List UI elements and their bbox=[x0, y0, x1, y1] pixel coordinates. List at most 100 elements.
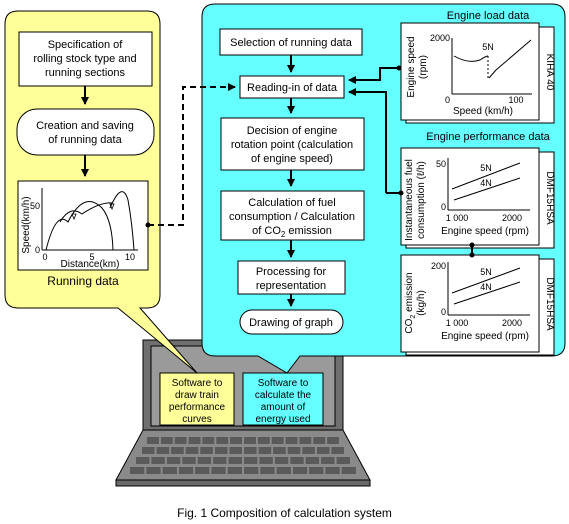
keyboard-key bbox=[230, 437, 242, 444]
fuel-line-label: 4N bbox=[480, 178, 492, 188]
engine-load-curve bbox=[488, 39, 532, 79]
keyboard-key bbox=[216, 437, 229, 444]
drawing-graph-box bbox=[239, 309, 344, 335]
chart-xlabel: Distance(km) bbox=[61, 259, 120, 270]
keyboard-key bbox=[147, 437, 159, 444]
fuel-co2-calc-box bbox=[220, 190, 365, 241]
engine-load-chart: KIHA 40 Engine speed (rpm) 2000 0 100 Sp… bbox=[400, 22, 555, 124]
keyboard-key bbox=[316, 447, 330, 454]
keyboard-key bbox=[214, 447, 228, 454]
drawing-graph-text: Drawing of graph bbox=[249, 317, 333, 329]
keyboard-key bbox=[211, 467, 226, 474]
co2-origin: 0 bbox=[441, 307, 446, 317]
keyboard-key bbox=[292, 467, 308, 474]
running-data-chart: Speed(km/h) 50 0 0 5 10 Distance(km) bbox=[17, 180, 149, 271]
co2-line-5n bbox=[451, 267, 521, 294]
software-left-line: Software to bbox=[172, 378, 223, 389]
fuel-xlabel: Engine speed (rpm) bbox=[441, 226, 529, 237]
engine-perf-title: Engine performance data bbox=[426, 131, 550, 143]
keyboard-key bbox=[336, 457, 350, 464]
fuel-xtick: 2000 bbox=[502, 213, 522, 223]
keyboard-key bbox=[274, 457, 289, 464]
keyboard-key bbox=[276, 467, 291, 474]
software-right-line: calculate the bbox=[255, 390, 312, 401]
marker-icon bbox=[71, 213, 77, 221]
figure-caption: Fig. 1 Composition of calculation system bbox=[177, 506, 392, 520]
keyboard-key bbox=[174, 437, 187, 444]
keyboard-key bbox=[130, 467, 145, 474]
software-left-line: curves bbox=[182, 414, 211, 425]
engine-load-ytick: 2000 bbox=[430, 33, 450, 43]
engine-load-ylabel: Engine speed bbox=[406, 36, 417, 97]
speed-limit-curve bbox=[59, 202, 113, 223]
keyboard-key bbox=[287, 447, 301, 454]
keyboard-key bbox=[258, 447, 272, 454]
engine-rotation-box bbox=[220, 117, 365, 171]
right-panel: Selection of running data Reading-in of … bbox=[201, 3, 566, 374]
keyboard-key bbox=[142, 447, 155, 454]
co2-ytick: 200 bbox=[431, 261, 446, 271]
spec-text: running sections bbox=[45, 67, 126, 79]
keyboard-key bbox=[331, 447, 344, 454]
fuel-xtick: 1 000 bbox=[446, 213, 469, 223]
co2-xtick: 2000 bbox=[502, 318, 522, 328]
engine-perf-connector bbox=[348, 88, 387, 193]
software-draw-curves-box: Software to draw train performance curve… bbox=[159, 372, 235, 426]
calc-text: of CO2 emission bbox=[252, 225, 332, 239]
co2-xlabel: Engine speed (rpm) bbox=[441, 331, 529, 342]
left-panel: Specification of rolling stock type and … bbox=[4, 10, 198, 374]
engine-load-xtick: 100 bbox=[508, 95, 523, 105]
spec-text: Specification of bbox=[48, 39, 124, 51]
keyboard-key bbox=[244, 447, 257, 454]
engine-load-side-label: KIHA 40 bbox=[544, 54, 555, 91]
create-text: Creation and saving bbox=[36, 120, 134, 132]
co2-line-4n bbox=[453, 281, 521, 305]
keyboard-key bbox=[171, 447, 184, 454]
chart-ytick: 0 bbox=[35, 245, 40, 255]
co2-ylabel-units: (kg/h) bbox=[416, 290, 427, 316]
fuel-line-label: 5N bbox=[480, 163, 492, 173]
create-running-data-box bbox=[16, 108, 155, 156]
engine-load-curve bbox=[453, 55, 489, 62]
fuel-line-4n bbox=[453, 177, 521, 201]
create-text: of running data bbox=[48, 134, 122, 146]
keyboard-key bbox=[271, 437, 284, 444]
keyboard-key bbox=[290, 457, 304, 464]
co2-side-label: DMF15HSA bbox=[544, 277, 555, 331]
engine-load-connector bbox=[348, 67, 399, 84]
co2-line-label: 5N bbox=[480, 267, 492, 277]
fuel-side-label: DMF15HSA bbox=[544, 171, 555, 225]
engine-load-title: Engine load data bbox=[447, 10, 530, 22]
calc-text: consumption / Calculation bbox=[229, 211, 355, 223]
keyboard-key bbox=[244, 457, 258, 464]
keyboard-key bbox=[195, 467, 210, 474]
software-left-line: performance bbox=[169, 402, 226, 413]
calc-text: Calculation of fuel bbox=[248, 197, 335, 209]
speed-curve bbox=[109, 191, 135, 251]
fuel-ytick: 50 bbox=[436, 159, 446, 169]
keyboard-key bbox=[285, 437, 298, 444]
keyboard-key bbox=[257, 437, 270, 444]
running-data-dashed-link bbox=[148, 83, 236, 226]
keyboard-key bbox=[146, 467, 161, 474]
decision-text: rotation point (calculation bbox=[231, 139, 353, 151]
keyboard-key bbox=[325, 467, 340, 474]
chart-ylabel: Speed(km/h) bbox=[21, 196, 32, 253]
keyboard-key bbox=[202, 437, 215, 444]
keyboard-key bbox=[197, 457, 212, 464]
software-left-line: draw train bbox=[175, 390, 219, 401]
keyboard-key bbox=[166, 457, 181, 464]
keyboard-key bbox=[200, 447, 213, 454]
processing-box bbox=[237, 260, 346, 295]
engine-load-ylabel: (rpm) bbox=[418, 55, 429, 79]
keyboard-key bbox=[341, 467, 356, 474]
chart-xtick: 0 bbox=[42, 252, 47, 262]
fuel-ylabel: consumption (ℓ/h) bbox=[416, 161, 427, 239]
keyboard-key bbox=[160, 437, 173, 444]
keyboard-key bbox=[228, 457, 242, 464]
keyboard-key bbox=[321, 457, 335, 464]
keyboard-key bbox=[327, 437, 339, 444]
processing-text: representation bbox=[256, 280, 326, 292]
keyboard-key bbox=[305, 457, 320, 464]
chart-xtick: 5 bbox=[89, 252, 94, 262]
